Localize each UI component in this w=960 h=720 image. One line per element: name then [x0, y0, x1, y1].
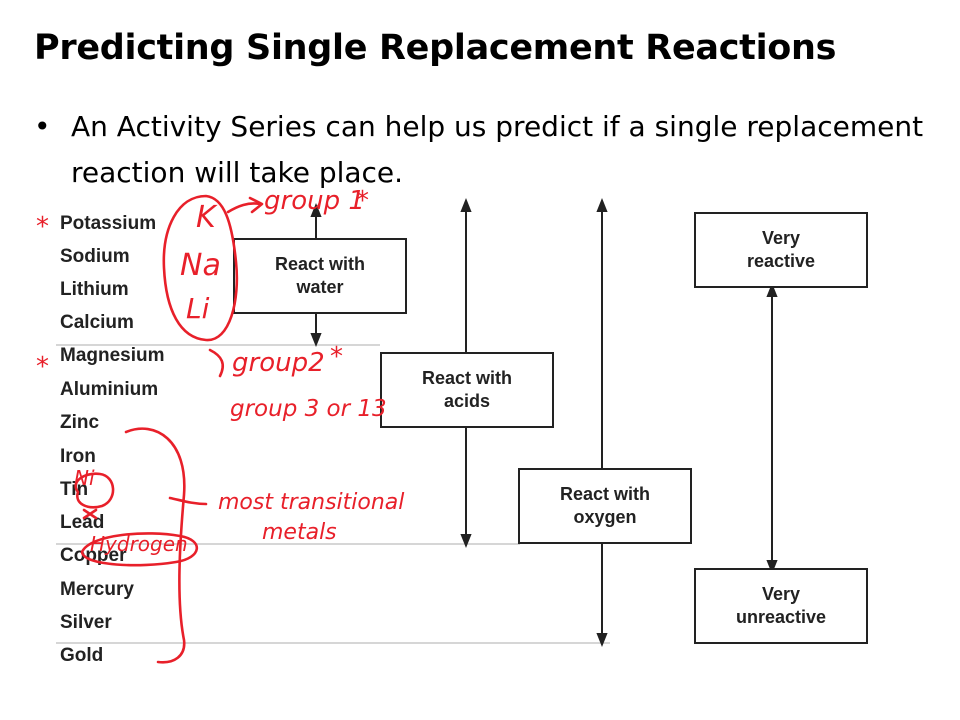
box-react-with-oxygen: React with oxygen — [518, 468, 692, 544]
box-react-with-acids-label: React with acids — [421, 368, 513, 411]
annotation-na: Na — [180, 248, 221, 283]
metal-copper: Copper — [60, 545, 127, 566]
circle-tin — [74, 472, 115, 509]
box-very-reactive: Very reactive — [694, 212, 868, 288]
metal-gold: Gold — [60, 645, 104, 666]
metal-zinc: Zinc — [60, 412, 100, 433]
annotation-group2-star: * — [330, 342, 343, 372]
annotation-li: Li — [186, 292, 210, 325]
annotation-group1: group 1 — [264, 186, 365, 216]
circle-alkali-metals — [162, 194, 239, 342]
slide-title: Predicting Single Replacement Reactions — [34, 28, 837, 68]
annotation-ni: Ni — [74, 466, 95, 490]
annotation-hydrogen: Hydrogen — [90, 532, 188, 556]
brace-transitional-pointer — [168, 496, 208, 506]
metal-magnesium: Magnesium — [60, 345, 165, 366]
metal-mercury: Mercury — [60, 579, 134, 600]
bullet-dot-icon: • — [34, 110, 51, 143]
box-react-with-oxygen-label: React with oxygen — [559, 484, 651, 527]
box-react-with-acids: React with acids — [380, 352, 554, 428]
metal-silver: Silver — [60, 612, 112, 633]
metal-iron: Iron — [60, 446, 96, 467]
bracket-magnesium — [208, 348, 224, 378]
box-very-unreactive: Very unreactive — [694, 568, 868, 644]
box-react-with-water: React with water — [233, 238, 407, 314]
annotation-k: K — [196, 200, 216, 235]
brace-transitional-metals — [124, 427, 186, 664]
annotation-group3: group 3 or 13 — [230, 396, 387, 422]
annotation-transitional-line2: metals — [262, 520, 337, 545]
annotation-group2: group2 — [232, 348, 325, 378]
metal-potassium: Potassium — [60, 213, 157, 234]
bullet-text: An Activity Series can help us predict i… — [71, 110, 924, 189]
arrow-group1-line — [226, 202, 262, 214]
annotation-group1-star: * — [356, 186, 369, 216]
box-very-reactive-label: Very reactive — [746, 228, 816, 271]
circle-hydrogen — [80, 532, 199, 567]
star-lead-mark — [82, 508, 98, 520]
metal-sodium: Sodium — [60, 246, 130, 267]
metal-tin: Tin — [60, 479, 89, 500]
metal-aluminium: Aluminium — [60, 379, 159, 400]
star-potassium-mark: * — [36, 212, 49, 242]
box-very-unreactive-label: Very unreactive — [735, 584, 827, 627]
star-magnesium-mark: * — [36, 352, 49, 382]
arrow-group1-head — [248, 196, 264, 214]
metal-calcium: Calcium — [60, 312, 134, 333]
annotation-transitional-line1: most transitional — [218, 490, 405, 515]
metal-lithium: Lithium — [60, 279, 129, 300]
separator-lines — [56, 344, 610, 644]
box-react-with-water-label: React with water — [274, 254, 366, 297]
